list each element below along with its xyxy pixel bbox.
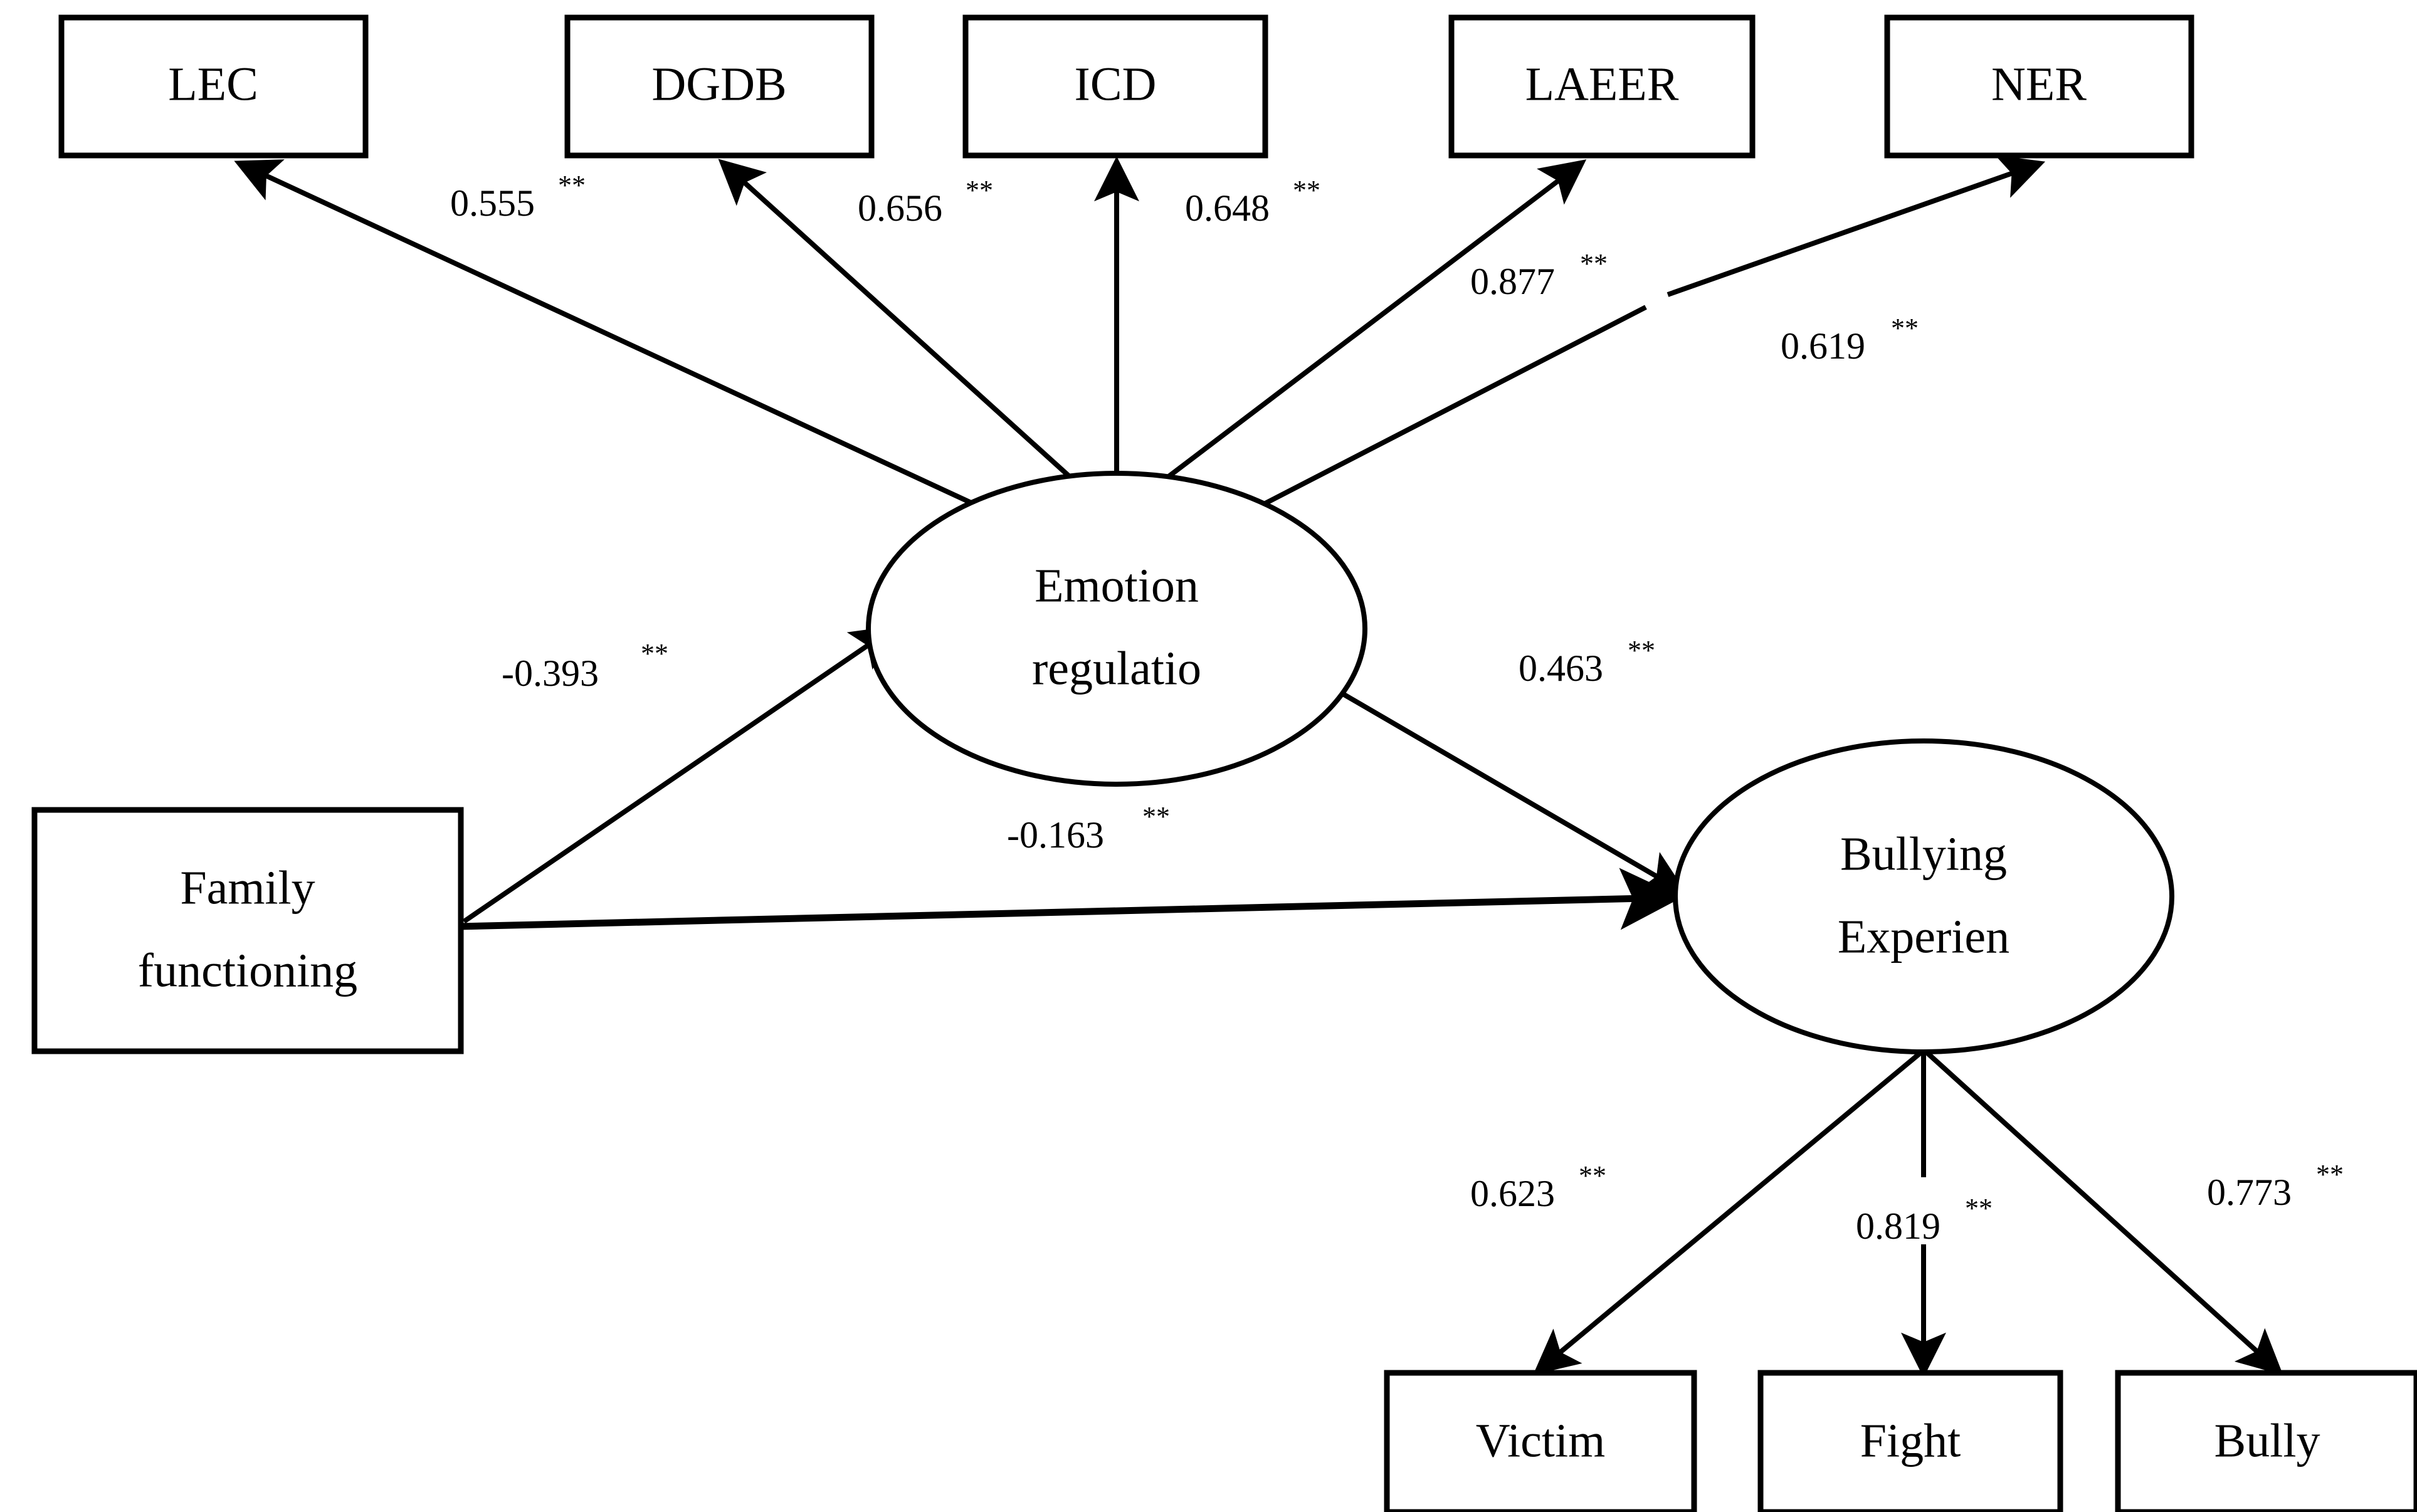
coef-be-to-fight-value: 0.819 — [1856, 1205, 1940, 1247]
node-bully[interactable]: Bully — [2115, 1370, 2417, 1512]
coef-er-to-lec: 0.555 ** — [450, 170, 586, 224]
node-victim-label: Victim — [1476, 1414, 1606, 1467]
path-line-er-to-bullying — [1334, 687, 1688, 895]
path-line-er-to-laeer — [1149, 159, 1587, 493]
path-line-er-to-ner-seg1 — [1221, 305, 1647, 528]
coef-er-to-lec-value: 0.555 — [450, 182, 535, 224]
node-icd-label: ICD — [1075, 58, 1157, 110]
coef-er-to-dgdb-value: 0.656 — [858, 187, 942, 229]
coef-er-to-icd-value: 0.648 — [1185, 187, 1270, 229]
coef-er-to-laeer-value: 0.877 — [1470, 261, 1555, 302]
coef-er-to-laeer: 0.877 ** — [1470, 248, 1608, 302]
node-emotion-regulation-ellipse[interactable] — [866, 471, 1367, 787]
coef-be-to-fight-significance: ** — [1965, 1193, 1993, 1224]
node-victim[interactable]: Victim — [1384, 1370, 1697, 1512]
node-lec-rect[interactable] — [58, 14, 369, 159]
node-bully-rect[interactable] — [2115, 1370, 2417, 1512]
node-emotion-regulation[interactable]: Emotion regulatio — [866, 471, 1367, 787]
node-dgdb-label: DGDB — [651, 58, 786, 110]
node-laeer-label: LAEER — [1525, 58, 1679, 110]
coef-be-to-victim: 0.623 ** — [1470, 1160, 1606, 1214]
coef-er-to-dgdb: 0.656 ** — [858, 175, 993, 229]
node-victim-rect[interactable] — [1384, 1370, 1697, 1512]
coef-family-to-bullying: -0.163 ** — [1007, 801, 1170, 856]
path-line-family-to-bullying — [457, 868, 1682, 930]
node-lec-label: LEC — [168, 58, 258, 110]
node-ner-label: NER — [1991, 58, 2087, 110]
node-bullying-experience-label-line1: Bullying — [1840, 827, 2007, 880]
coef-family-to-er: -0.393 ** — [502, 638, 668, 694]
coef-be-to-bully-value: 0.773 — [2207, 1172, 2292, 1213]
node-family-functioning-label-line1: Family — [180, 861, 315, 914]
coef-family-to-bullying-value: -0.163 — [1007, 814, 1104, 856]
node-bullying-experience-ellipse[interactable] — [1673, 738, 2174, 1054]
coef-be-to-victim-significance: ** — [1579, 1160, 1606, 1191]
node-dgdb-rect[interactable] — [564, 14, 875, 159]
coef-er-to-laeer-significance: ** — [1580, 248, 1608, 279]
node-icd-rect[interactable] — [962, 14, 1268, 159]
coef-er-to-lec-significance: ** — [558, 170, 586, 201]
coef-be-to-victim-value: 0.623 — [1470, 1173, 1555, 1214]
coef-be-to-bully-significance: ** — [2316, 1159, 2344, 1190]
node-ner-rect[interactable] — [1884, 14, 2194, 159]
node-fight[interactable]: Fight — [1757, 1370, 2063, 1512]
coef-er-to-icd: 0.648 ** — [1185, 175, 1320, 229]
node-bully-label: Bully — [2214, 1414, 2320, 1467]
node-family-functioning-label-line2: functioning — [138, 944, 357, 997]
coef-er-to-icd-significance: ** — [1293, 175, 1320, 206]
coef-er-to-ner-significance: ** — [1891, 313, 1919, 344]
coef-er-to-bullying-value: 0.463 — [1519, 648, 1603, 689]
node-ner[interactable]: NER — [1884, 14, 2194, 159]
coef-er-to-ner: 0.619 ** — [1781, 313, 1919, 367]
coef-er-to-bullying-significance: ** — [1628, 635, 1655, 666]
node-fight-rect[interactable] — [1757, 1370, 2063, 1512]
node-bullying-experience[interactable]: Bullying Experien — [1673, 738, 2174, 1054]
path-line-be-to-victim — [1533, 1049, 1924, 1375]
path-line-family-to-er — [462, 625, 897, 924]
path-line-er-to-ner-seg2 — [1667, 155, 2046, 297]
node-family-functioning-rect[interactable] — [31, 807, 464, 1054]
node-lec[interactable]: LEC — [58, 14, 369, 159]
coef-be-to-fight: 0.819 ** — [1856, 1193, 1993, 1247]
path-line-be-to-bully — [1924, 1050, 2283, 1375]
path-line-er-to-dgdb — [718, 159, 1087, 492]
node-laeer[interactable]: LAEER — [1448, 14, 1756, 159]
coef-family-to-er-significance: ** — [641, 638, 668, 669]
coef-er-to-ner-value: 0.619 — [1781, 325, 1865, 367]
node-bullying-experience-label-line2: Experien — [1838, 910, 2009, 963]
coef-er-to-dgdb-significance: ** — [966, 175, 993, 206]
node-emotion-regulation-label-line1: Emotion — [1035, 559, 1199, 612]
node-icd[interactable]: ICD — [962, 14, 1268, 159]
path-line-er-to-lec — [234, 159, 1017, 526]
coef-family-to-bullying-significance: ** — [1142, 801, 1170, 832]
coef-be-to-bully: 0.773 ** — [2207, 1159, 2344, 1213]
node-emotion-regulation-label-line2: regulatio — [1032, 642, 1201, 695]
node-dgdb[interactable]: DGDB — [564, 14, 875, 159]
node-fight-label: Fight — [1860, 1414, 1961, 1467]
coef-family-to-er-value: -0.393 — [502, 653, 599, 694]
node-family-functioning[interactable]: Family functioning — [31, 807, 464, 1054]
node-laeer-rect[interactable] — [1448, 14, 1756, 159]
coef-er-to-bullying: 0.463 ** — [1519, 635, 1655, 689]
